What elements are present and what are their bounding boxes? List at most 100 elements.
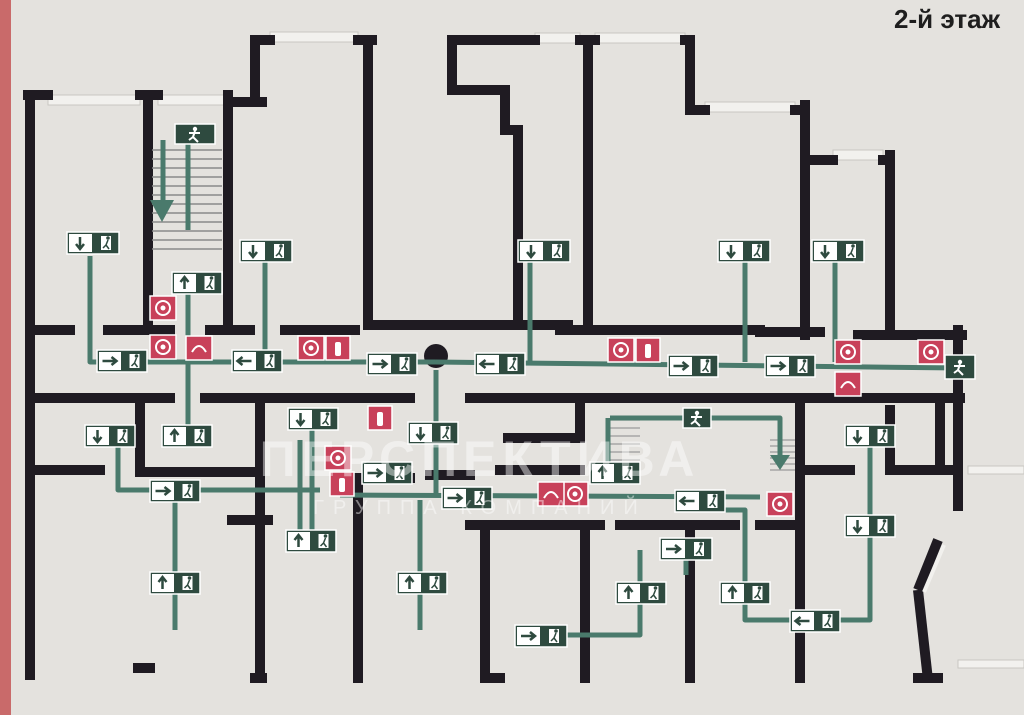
running-man-limbs	[400, 360, 409, 371]
fire-hose-sign	[297, 335, 325, 361]
running-man-exit-icon	[882, 519, 887, 523]
exit-sign	[682, 407, 712, 429]
running-man-limbs	[695, 545, 703, 556]
route-arrow-head	[770, 455, 790, 470]
exit-sign	[231, 349, 283, 373]
running-man-exit-icon	[445, 426, 450, 430]
exit-sign	[615, 581, 667, 605]
running-man-exit-icon	[512, 357, 517, 361]
exit-sign	[239, 239, 293, 263]
arrow-left-icon	[793, 616, 810, 626]
running-man-limbs	[188, 130, 200, 143]
fire-hose-reel-icon	[613, 342, 629, 358]
extinguisher-sign	[367, 405, 393, 431]
running-man-limbs	[183, 579, 192, 590]
arrow-left-icon	[678, 496, 695, 506]
fire-hose-hub	[572, 491, 578, 497]
window	[704, 101, 796, 113]
fire-hose-reel-icon	[303, 340, 319, 356]
arrow-right-icon	[521, 631, 538, 641]
alarm-sign	[185, 335, 213, 361]
running-man-limbs	[183, 487, 192, 498]
exit-sign	[84, 424, 136, 448]
frame-edge	[0, 0, 11, 715]
running-man-exit-icon	[122, 429, 127, 433]
exit-sign	[811, 239, 865, 263]
running-man-limbs	[623, 469, 632, 480]
arrow-up-icon	[623, 584, 634, 599]
fire-hose-sign	[607, 337, 635, 363]
running-man-exit-icon	[325, 412, 330, 416]
arrow-right-icon	[155, 486, 172, 496]
exit-sign	[366, 352, 418, 376]
running-man-limbs	[321, 415, 330, 426]
fire-alarm-button-icon	[840, 381, 856, 389]
exit-sign	[174, 123, 216, 145]
fire-hose-hub	[308, 345, 314, 351]
running-man-exit-icon	[627, 466, 632, 470]
running-man-exit-icon	[323, 534, 328, 538]
exit-sign	[361, 461, 413, 485]
fire-hose-hub	[160, 344, 166, 350]
running-man-limbs	[690, 414, 702, 427]
running-man-exit-icon	[434, 576, 439, 580]
arrow-down-icon	[248, 245, 258, 260]
fire-hose-reel-icon	[567, 486, 583, 502]
window	[594, 32, 686, 44]
running-man-exit-icon	[705, 359, 710, 363]
route-line	[610, 415, 783, 460]
fire-extinguisher-icon	[335, 342, 341, 356]
arrow-up-icon	[157, 574, 168, 589]
window	[967, 465, 1024, 475]
running-man-limbs	[102, 239, 110, 250]
fire-alarm-button-icon	[191, 345, 207, 353]
alarm-sign	[537, 481, 565, 507]
arrow-up-icon	[169, 427, 180, 442]
arrow-down-icon	[726, 245, 736, 260]
running-man-exit-icon	[882, 429, 887, 433]
arrow-down-icon	[415, 427, 426, 442]
running-man-limbs	[205, 279, 214, 290]
running-man-exit-icon	[712, 494, 717, 498]
running-man-exit-icon	[404, 357, 409, 361]
running-man-exit-icon	[653, 586, 658, 590]
alarm-sign	[834, 371, 862, 397]
exit-sign	[149, 571, 201, 595]
exit-sign	[96, 349, 148, 373]
running-man-exit-icon	[134, 354, 139, 358]
window	[269, 31, 359, 43]
exit-sign	[719, 581, 771, 605]
fire-alarm-button-icon	[543, 491, 559, 499]
exit-sign	[407, 421, 459, 445]
running-man-exit-icon	[187, 484, 192, 488]
extinguisher-sign	[325, 335, 351, 361]
alarm-plate	[834, 371, 862, 397]
running-man-limbs	[649, 589, 658, 600]
running-man-exit-icon	[802, 359, 807, 363]
window	[47, 94, 141, 106]
arrow-up-icon	[293, 532, 304, 547]
exit-sign	[944, 354, 976, 380]
fire-hose-reel-icon	[923, 344, 939, 360]
running-man-limbs	[441, 429, 450, 440]
running-man-exit-icon	[694, 410, 700, 416]
route-line	[115, 440, 320, 493]
arrow-up-icon	[179, 274, 190, 289]
running-man-exit-icon	[557, 244, 561, 248]
alarm-plate	[185, 335, 213, 361]
running-man-limbs	[195, 432, 204, 443]
running-man-limbs	[878, 522, 887, 533]
extinguisher-sign	[635, 337, 661, 363]
window	[957, 659, 1024, 669]
running-man-exit-icon	[827, 614, 832, 618]
running-man-limbs	[953, 363, 965, 376]
window	[534, 32, 581, 44]
running-man-exit-icon	[399, 466, 404, 470]
exit-sign	[789, 609, 841, 633]
fire-extinguisher-icon	[645, 344, 651, 358]
arrow-right-icon	[770, 361, 787, 371]
exit-sign	[149, 479, 201, 503]
exit-sign	[514, 624, 568, 648]
running-man-exit-icon	[699, 542, 703, 546]
